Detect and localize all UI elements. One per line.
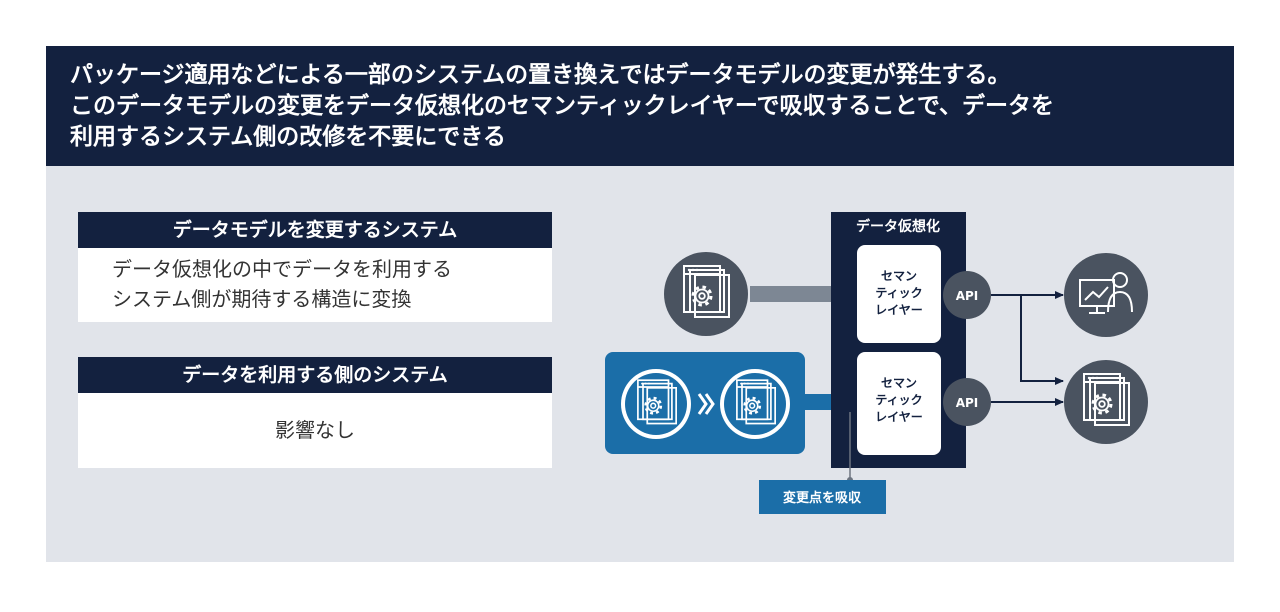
card-change-body-line-1: データ仮想化の中でデータを利用する <box>112 257 452 281</box>
absorb-callout: 変更点を吸収 <box>759 412 886 514</box>
card-use-body: 影響なし <box>78 393 552 468</box>
double-chevron-icon <box>697 393 715 415</box>
analytics-consumer <box>1064 253 1148 337</box>
card-use-title: データを利用する側のシステム <box>78 357 552 393</box>
card-change-title: データモデルを変更するシステム <box>78 212 552 248</box>
header-line-3: 利用するシステム側の改修を不要にできる <box>70 124 506 150</box>
absorb-label: 変更点を吸収 <box>783 490 862 506</box>
semantic-bottom-line-3: レイヤー <box>875 410 923 424</box>
card-change-body-line-2: システム側が期待する構造に変換 <box>112 287 412 311</box>
virtualization-label: データ仮想化 <box>856 218 940 235</box>
header-line-2: このデータモデルの変更をデータ仮想化のセマンティックレイヤーで吸収することで、デ… <box>70 93 1054 119</box>
card-use-system: データを利用する側のシステム 影響なし <box>78 357 552 468</box>
semantic-top-line-2: ティック <box>875 286 922 300</box>
semantic-layer-bottom <box>857 352 941 455</box>
api-top-label: API <box>956 289 979 303</box>
api-top-badge <box>943 271 991 319</box>
consumer-system <box>1064 360 1148 444</box>
card-change-system: データモデルを変更するシステム データ仮想化の中でデータを利用する システム側が… <box>78 212 552 322</box>
semantic-layer-top <box>857 245 941 343</box>
card-change-body: データ仮想化の中でデータを利用する システム側が期待する構造に変換 <box>78 248 552 322</box>
source-system-top-circle <box>664 252 748 336</box>
header-line-1: パッケージ適用などによる一部のシステムの置き換えではデータモデルの変更が発生する… <box>70 62 1011 88</box>
header-banner: パッケージ適用などによる一部のシステムの置き換えではデータモデルの変更が発生する… <box>46 46 1234 166</box>
semantic-bottom-line-2: ティック <box>875 393 922 407</box>
api-connectors <box>991 291 1064 406</box>
source-system-top <box>664 252 748 336</box>
analytics-user-icon <box>1079 272 1133 314</box>
api-bottom-badge <box>943 378 991 426</box>
api-bottom-label: API <box>956 396 979 410</box>
data-virtualization-column: データ仮想化 セマン ティック レイヤー セマン ティック レイヤー API A… <box>831 212 991 468</box>
semantic-top-line-3: レイヤー <box>875 303 923 317</box>
absorb-label-box <box>759 480 886 514</box>
semantic-bottom-line-1: セマン <box>881 376 917 390</box>
semantic-top-line-1: セマン <box>881 269 917 283</box>
replacement-system-group <box>605 352 805 454</box>
connector-api-top-to-consumer <box>1020 295 1064 385</box>
